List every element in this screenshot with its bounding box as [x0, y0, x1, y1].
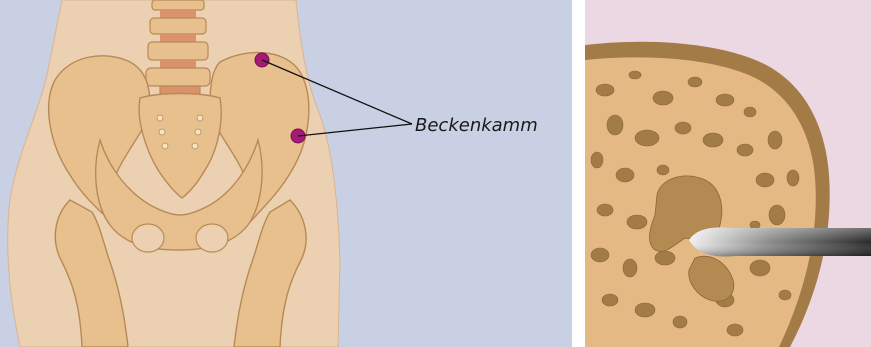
right-obturator-foramen — [196, 224, 228, 252]
pelvis-panel: Beckenkamm — [0, 0, 572, 347]
bone-cross-section — [585, 0, 871, 347]
pelvis-illustration — [0, 0, 572, 347]
biopsy-needle — [689, 227, 871, 256]
bone-section-panel — [585, 0, 871, 347]
callout-label: Beckenkamm — [415, 115, 538, 136]
left-obturator-foramen — [132, 224, 164, 252]
